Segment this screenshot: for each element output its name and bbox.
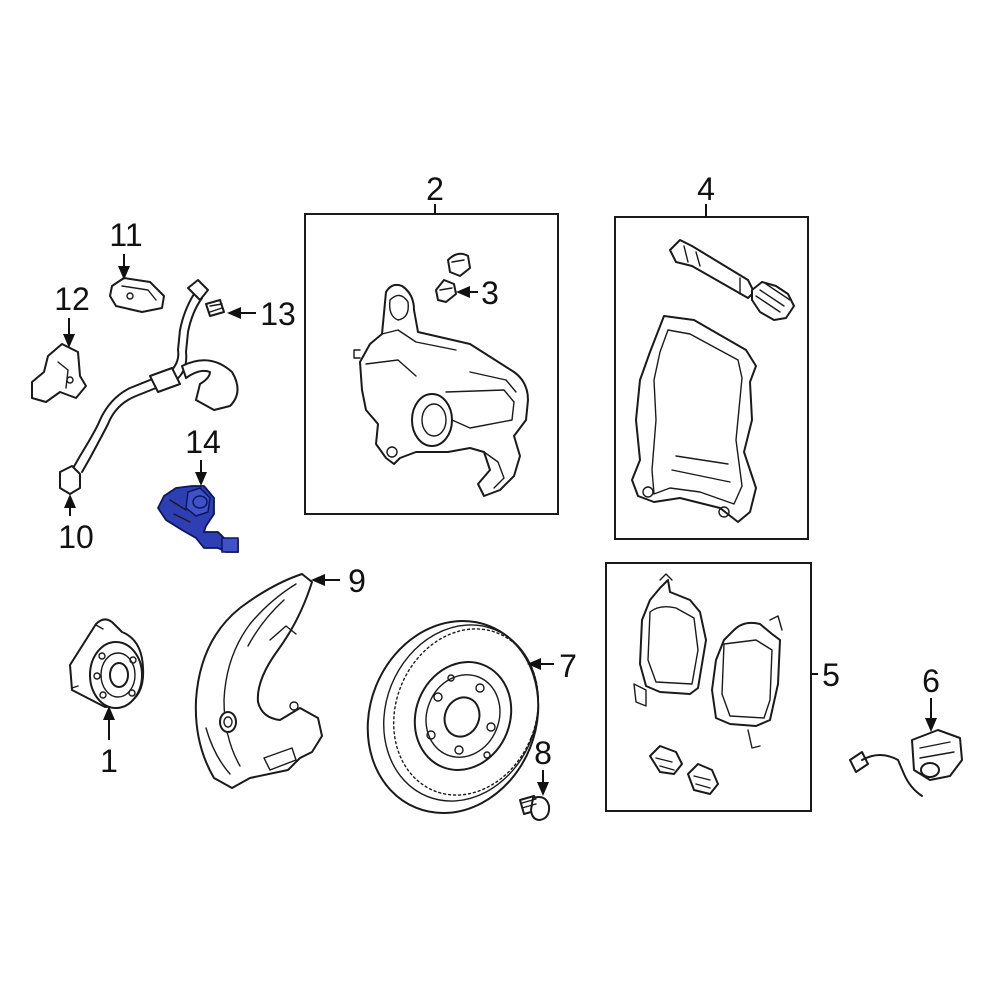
callout-10[interactable]: 10 (58, 519, 94, 555)
rotor-bolt[interactable] (519, 795, 551, 821)
pad-clips[interactable] (649, 745, 719, 795)
caliper-group-box (304, 213, 559, 515)
callout-9[interactable]: 9 (348, 563, 366, 599)
caliper-bracket[interactable] (631, 315, 757, 523)
hose-bracket-upper[interactable] (109, 277, 165, 313)
callout-8[interactable]: 8 (534, 735, 552, 771)
callout-4[interactable]: 4 (697, 171, 715, 207)
callout-11[interactable]: 11 (109, 217, 142, 253)
hose-bracket-lower[interactable] (31, 343, 87, 403)
callout-7[interactable]: 7 (559, 648, 577, 684)
guide-pin-kit[interactable] (669, 239, 795, 321)
pad-wear-sensor[interactable] (849, 729, 963, 797)
retaining-clip[interactable] (205, 299, 225, 317)
callout-12[interactable]: 12 (54, 281, 90, 317)
callout-labels: 1 2 3 4 5 6 7 8 9 10 11 12 13 14 (54, 171, 940, 779)
leader-lines (63, 204, 937, 796)
bleeder-valve[interactable] (435, 252, 471, 303)
dust-shield[interactable] (194, 573, 323, 789)
brake-caliper[interactable] (353, 283, 529, 497)
caliper-bracket-group-box (614, 216, 809, 540)
callout-6[interactable]: 6 (922, 663, 940, 699)
brake-hose[interactable] (59, 279, 239, 495)
callout-13[interactable]: 13 (260, 296, 296, 332)
callout-3[interactable]: 3 (481, 275, 499, 311)
brake-pad-set[interactable] (633, 573, 783, 749)
callout-1[interactable]: 1 (100, 743, 118, 779)
callout-2[interactable]: 2 (426, 171, 444, 207)
callout-14[interactable]: 14 (185, 424, 221, 460)
abs-wheel-speed-sensor[interactable] (157, 485, 239, 553)
wheel-hub[interactable] (69, 618, 145, 709)
brake-rotor[interactable] (339, 595, 566, 839)
callout-5[interactable]: 5 (822, 657, 840, 693)
brake-pad-group-box (605, 562, 812, 812)
